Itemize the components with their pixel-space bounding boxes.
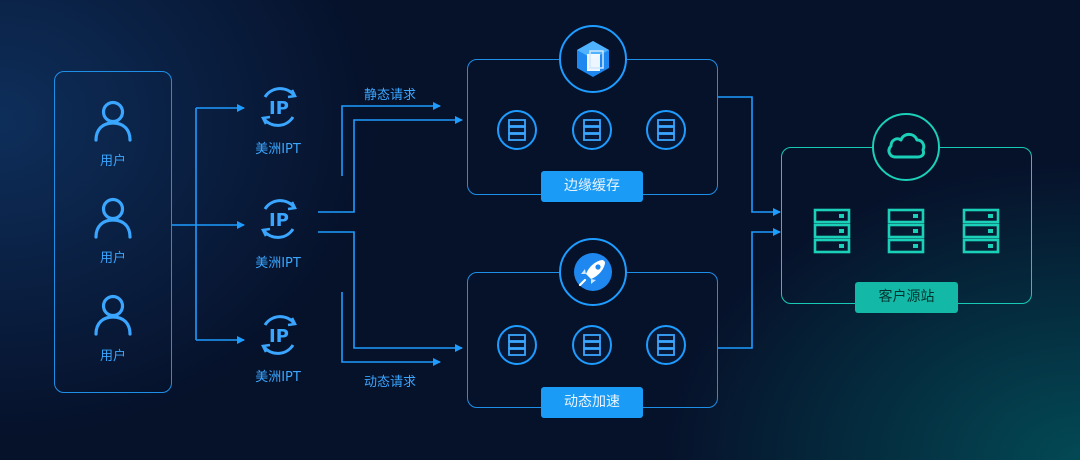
server-icon bbox=[646, 110, 686, 150]
server-icon bbox=[646, 325, 686, 365]
server-rack-icon bbox=[813, 208, 851, 258]
users-panel bbox=[54, 71, 172, 393]
ip-icon: IP bbox=[256, 196, 302, 246]
ip-icon: IP bbox=[256, 84, 302, 134]
ipt-label: 美洲IPT bbox=[255, 256, 301, 271]
ip-icon: IP bbox=[256, 312, 302, 362]
edge-cache-label: 边缘缓存 bbox=[541, 171, 643, 202]
server-rack-icon bbox=[887, 208, 925, 258]
cube-icon bbox=[559, 25, 627, 93]
ip-icon-text: IP bbox=[269, 210, 289, 231]
server-rack-icon bbox=[962, 208, 1000, 258]
user-label: 用户 bbox=[99, 251, 127, 266]
user-label: 用户 bbox=[99, 154, 127, 169]
ipt-label: 美洲IPT bbox=[255, 370, 301, 385]
server-icon bbox=[572, 110, 612, 150]
rocket-icon bbox=[559, 238, 627, 306]
user-icon bbox=[93, 294, 133, 340]
server-icon bbox=[497, 110, 537, 150]
user-label: 用户 bbox=[99, 349, 127, 364]
user-icon bbox=[93, 100, 133, 146]
cloud-icon bbox=[872, 113, 940, 181]
dynamic-request-label: 动态请求 bbox=[363, 375, 417, 390]
static-request-label: 静态请求 bbox=[363, 88, 417, 103]
user-icon bbox=[93, 197, 133, 243]
ipt-label: 美洲IPT bbox=[255, 142, 301, 157]
ip-icon-text: IP bbox=[269, 326, 289, 347]
dynamic-accel-label: 动态加速 bbox=[541, 387, 643, 418]
server-icon bbox=[572, 325, 612, 365]
origin-label: 客户源站 bbox=[855, 282, 958, 313]
server-icon bbox=[497, 325, 537, 365]
ip-icon-text: IP bbox=[269, 98, 289, 119]
